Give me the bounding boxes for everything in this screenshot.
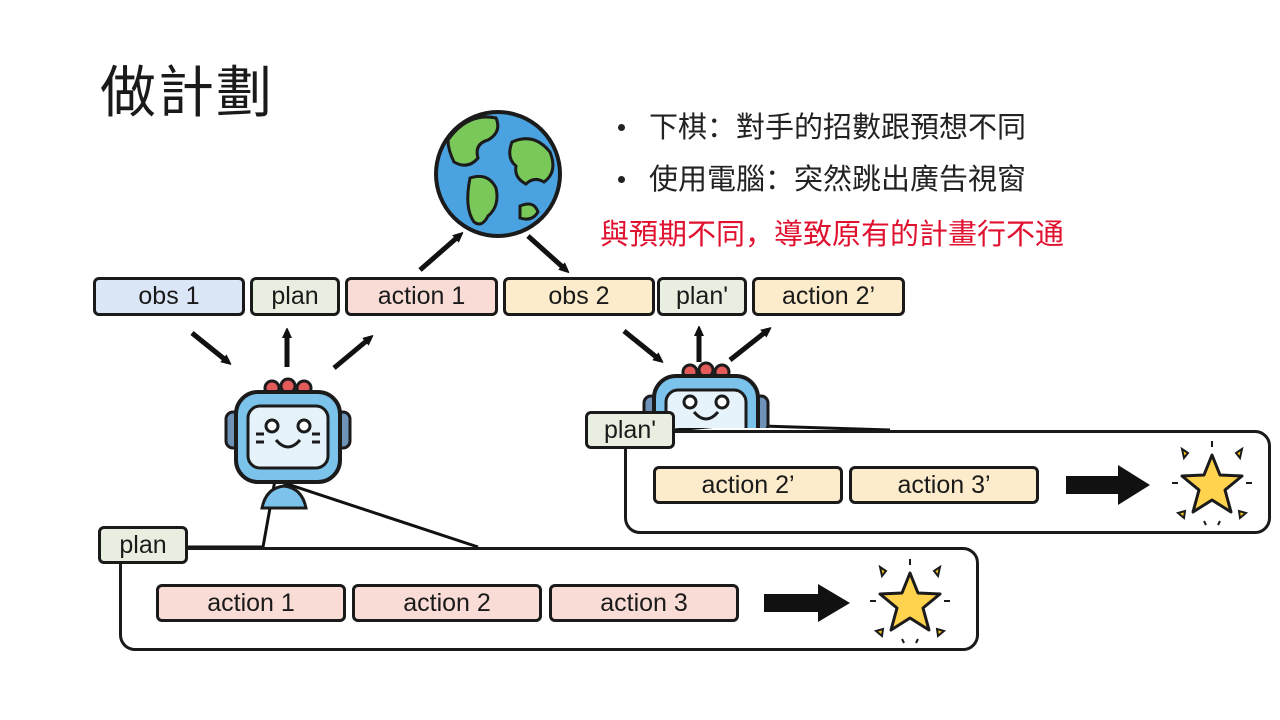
arrow-agent-to-action2	[728, 330, 768, 362]
arrow-agent-to-action1	[332, 338, 370, 370]
page-title: 做計劃	[100, 61, 274, 126]
plan2-box: plan'	[657, 277, 747, 316]
action1-box: action 1	[345, 277, 498, 316]
plan-revised-label: plan'	[585, 411, 675, 449]
plan-action-2: action 2	[352, 584, 542, 622]
arrow-obs1-to-agent	[190, 331, 228, 362]
bullet-dot-icon	[618, 175, 625, 183]
example-text: 下棋：對手的招數跟預想不同	[649, 109, 1027, 144]
plan-label: plan	[98, 526, 188, 564]
star-icon	[870, 559, 950, 644]
arrow-world-to-obs2	[526, 234, 566, 270]
obs2-box: obs 2	[503, 277, 655, 316]
robot-icon	[224, 377, 352, 510]
action2-revised-box: action 2’	[752, 277, 905, 316]
example-text: 使用電腦：突然跳出廣告視窗	[649, 161, 1027, 196]
earth-globe-icon	[434, 110, 562, 238]
plan-revised-action-3: action 3’	[849, 466, 1039, 504]
right-arrow-icon	[764, 584, 850, 622]
example-item-computer: 使用電腦：突然跳出廣告視窗	[618, 164, 1026, 194]
plan-revised-action-2: action 2’	[653, 466, 843, 504]
right-arrow-icon	[1066, 465, 1150, 505]
obs1-box: obs 1	[93, 277, 245, 316]
arrow-obs2-to-agent	[622, 329, 660, 360]
arrow-action1-to-world	[418, 235, 460, 272]
plan-action-1: action 1	[156, 584, 346, 622]
warning-note: 與預期不同，導致原有的計畫行不通	[600, 217, 1065, 251]
bullet-dot-icon	[618, 123, 625, 131]
example-list: 下棋：對手的招數跟預想不同 使用電腦：突然跳出廣告視窗	[618, 112, 1026, 216]
example-item-chess: 下棋：對手的招數跟預想不同	[618, 112, 1026, 142]
plan1-box: plan	[250, 277, 340, 316]
star-icon	[1172, 441, 1252, 526]
plan-action-3: action 3	[549, 584, 739, 622]
